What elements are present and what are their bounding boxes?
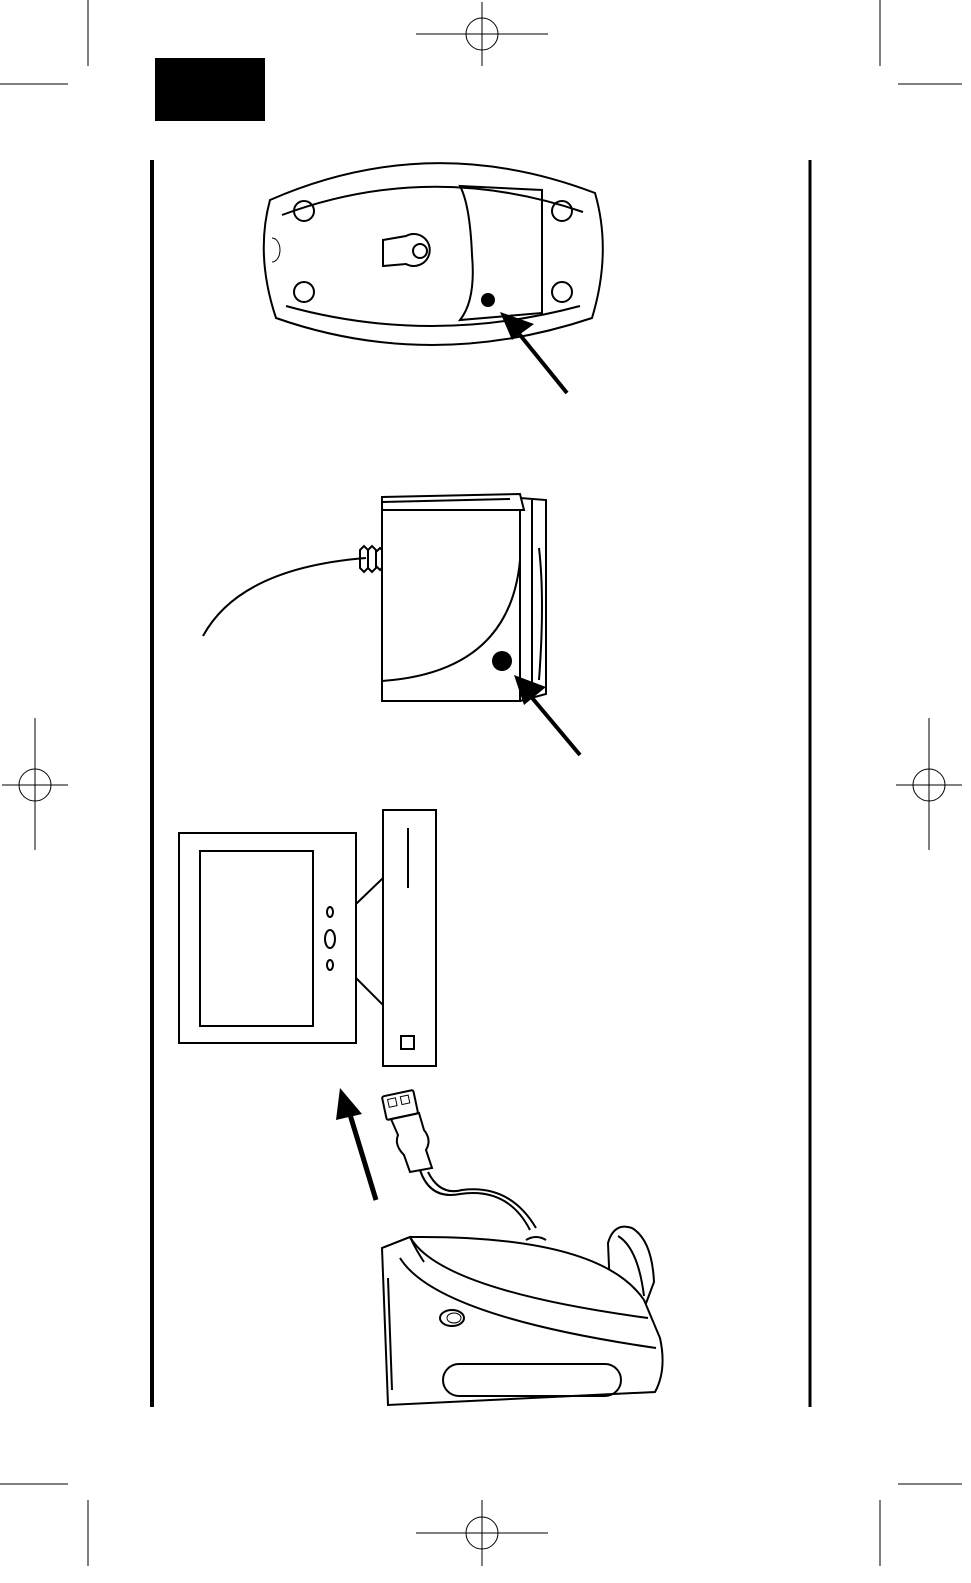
registration-mark-icon — [2, 718, 68, 850]
page-tab-block — [155, 58, 265, 121]
connect-button-icon — [481, 293, 495, 307]
monitor-icon — [179, 833, 383, 1043]
mouse-bottom-view — [264, 163, 603, 393]
pointer-arrow-icon — [336, 1088, 376, 1200]
connect-button-icon — [492, 651, 512, 671]
tower-pc-icon — [383, 810, 436, 1066]
cable-icon — [203, 558, 366, 636]
receiver-icon — [382, 1227, 663, 1405]
pointer-arrow-icon — [500, 312, 567, 393]
registration-mark-icon — [896, 718, 962, 850]
computer-usb-connection — [179, 810, 663, 1405]
receiver-icon — [360, 494, 546, 701]
receiver-side-view — [203, 494, 580, 755]
registration-mark-icon — [416, 1500, 548, 1566]
registration-mark-icon — [416, 2, 548, 66]
usb-plug-icon — [382, 1090, 536, 1230]
mouse-icon — [264, 163, 603, 345]
